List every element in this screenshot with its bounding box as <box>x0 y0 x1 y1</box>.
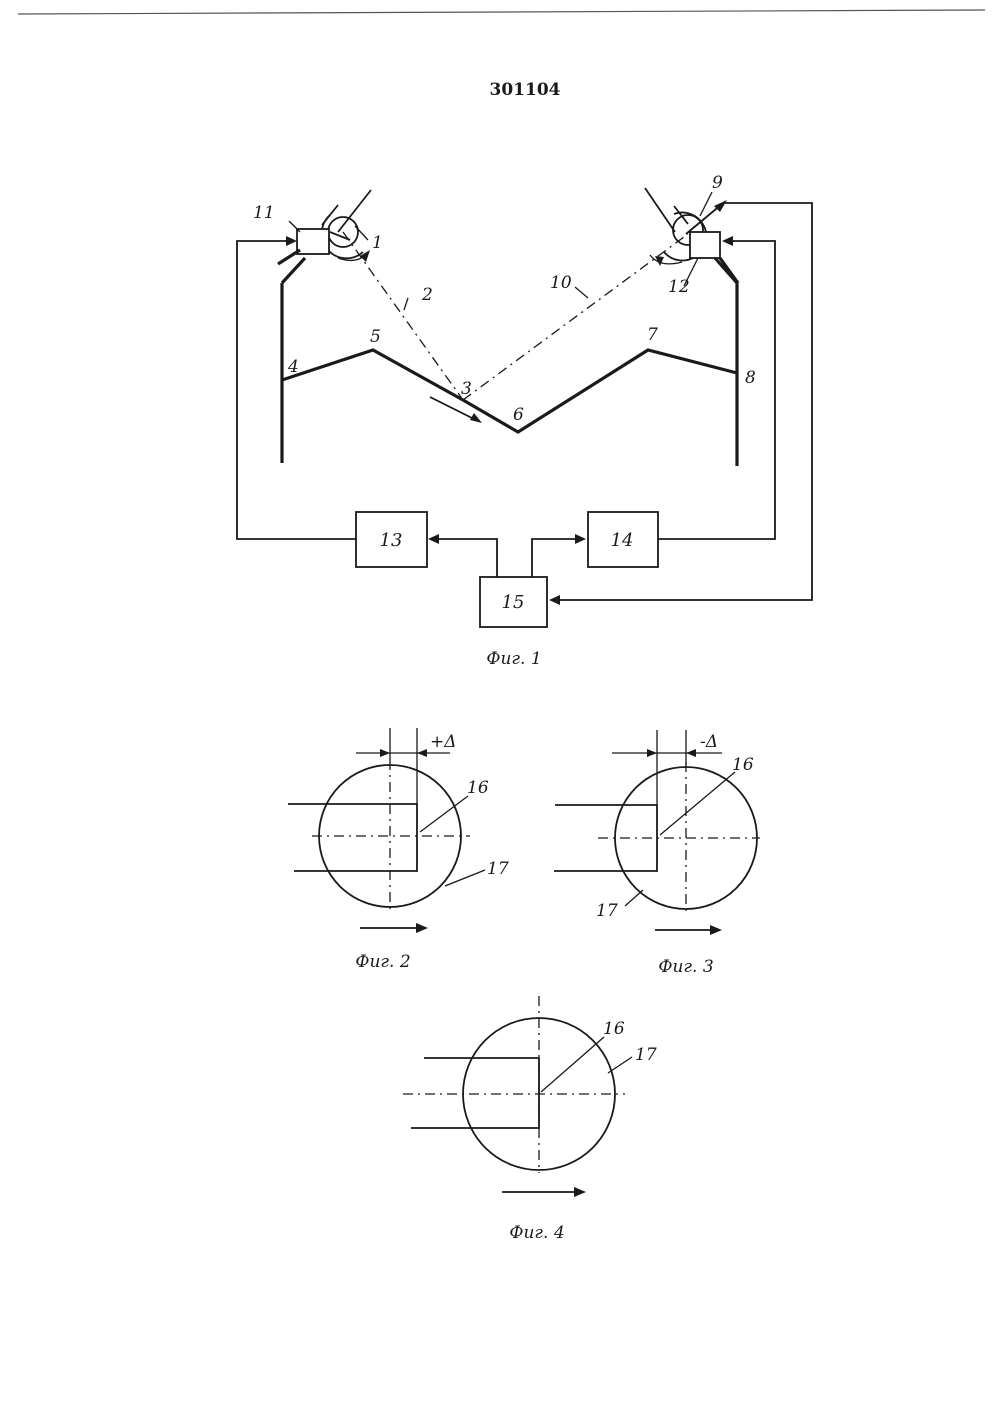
sheet-top-border <box>18 10 985 14</box>
fig2-delta: +Δ <box>430 732 457 752</box>
figure-4: 16 17 Фиг. 4 <box>403 996 657 1243</box>
label-10: 10 <box>550 273 572 293</box>
label-2: 2 <box>421 285 433 305</box>
block-13-label: 13 <box>380 530 403 551</box>
label-1: 1 <box>372 233 383 253</box>
block-14-label: 14 <box>611 530 634 551</box>
label-3: 3 <box>461 379 472 399</box>
block-11 <box>297 229 329 254</box>
strip-profile <box>282 350 737 432</box>
strip-direction-arrow <box>430 397 476 420</box>
label-4: 4 <box>287 357 299 377</box>
label-6: 6 <box>513 405 524 425</box>
figure-1-caption: Фиг. 1 <box>486 649 541 669</box>
fig2-strip-edge-16 <box>288 804 417 871</box>
block-12 <box>690 232 720 258</box>
fig2-label-16: 16 <box>467 778 489 798</box>
label-11: 11 <box>253 203 275 223</box>
fig4-strip-edge-16 <box>411 1058 539 1128</box>
label-7: 7 <box>647 325 658 345</box>
label-5: 5 <box>370 327 381 347</box>
fig3-delta: -Δ <box>700 732 718 752</box>
label-9: 9 <box>712 173 723 193</box>
block-15-label: 15 <box>502 592 525 613</box>
figure-3: -Δ 16 17 Фиг. 3 <box>554 730 760 977</box>
fig3-label-16: 16 <box>732 755 754 775</box>
left-wall-top-slope <box>282 258 305 283</box>
label-8: 8 <box>745 368 756 388</box>
left-scanner <box>278 190 371 264</box>
figure-4-caption: Фиг. 4 <box>509 1223 564 1243</box>
beam-2 <box>343 232 463 400</box>
figure-2: +Δ 16 17 Фиг. 2 <box>288 728 509 972</box>
figure-2-caption: Фиг. 2 <box>355 952 410 972</box>
fig4-label-17: 17 <box>635 1045 657 1065</box>
fig2-label-17: 17 <box>487 859 509 879</box>
page-number: 301104 <box>490 80 561 100</box>
label-12: 12 <box>668 277 690 297</box>
figure-3-caption: Фиг. 3 <box>658 957 713 977</box>
fig4-label-16: 16 <box>603 1019 625 1039</box>
figure-1: 1 2 3 4 5 6 7 8 9 10 11 12 13 14 15 <box>237 173 812 669</box>
fig3-label-17: 17 <box>596 901 618 921</box>
